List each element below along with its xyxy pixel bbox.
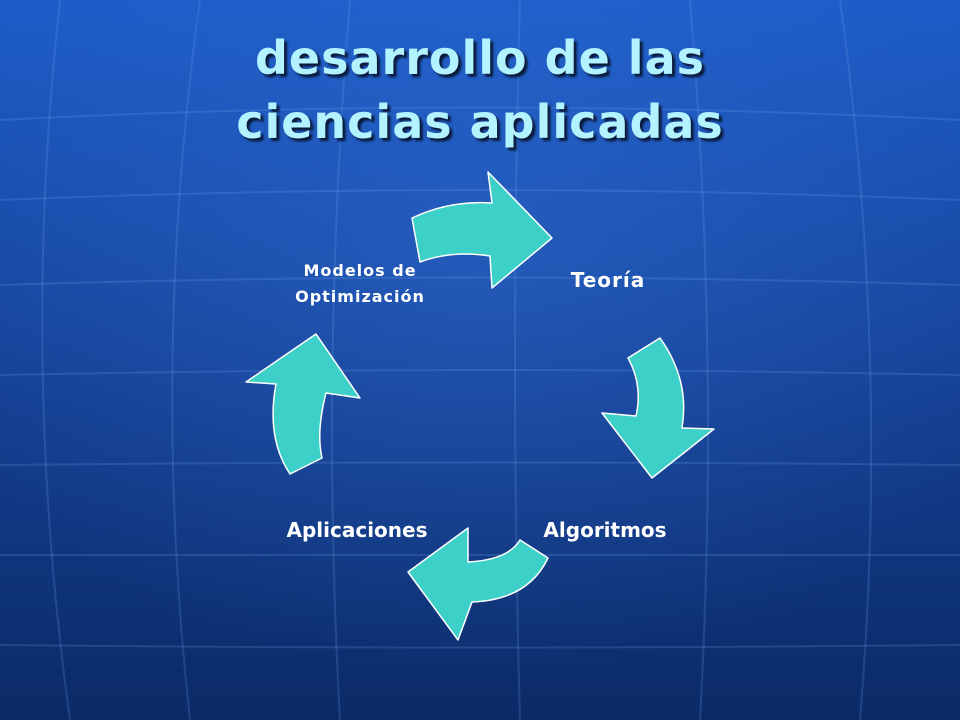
slide-title-line-2: ciencias aplicadas [236, 95, 724, 149]
slide-title-line-1: desarrollo de las [254, 31, 705, 85]
node-teoria: Teoría [570, 268, 646, 292]
node-modelos-line-2: Optimización [295, 287, 425, 306]
node-algoritmos: Algoritmos [543, 518, 667, 542]
curved-arrow-icon [407, 527, 549, 641]
curved-arrow-icon [411, 171, 553, 289]
curved-arrow-icon [601, 337, 715, 479]
curved-arrow-icon [245, 333, 361, 475]
node-modelos-line-1: Modelos de [303, 261, 417, 280]
node-aplicaciones: Aplicaciones [286, 518, 428, 542]
node-modelos-optimizacion: Modelos de Optimización [265, 258, 455, 310]
